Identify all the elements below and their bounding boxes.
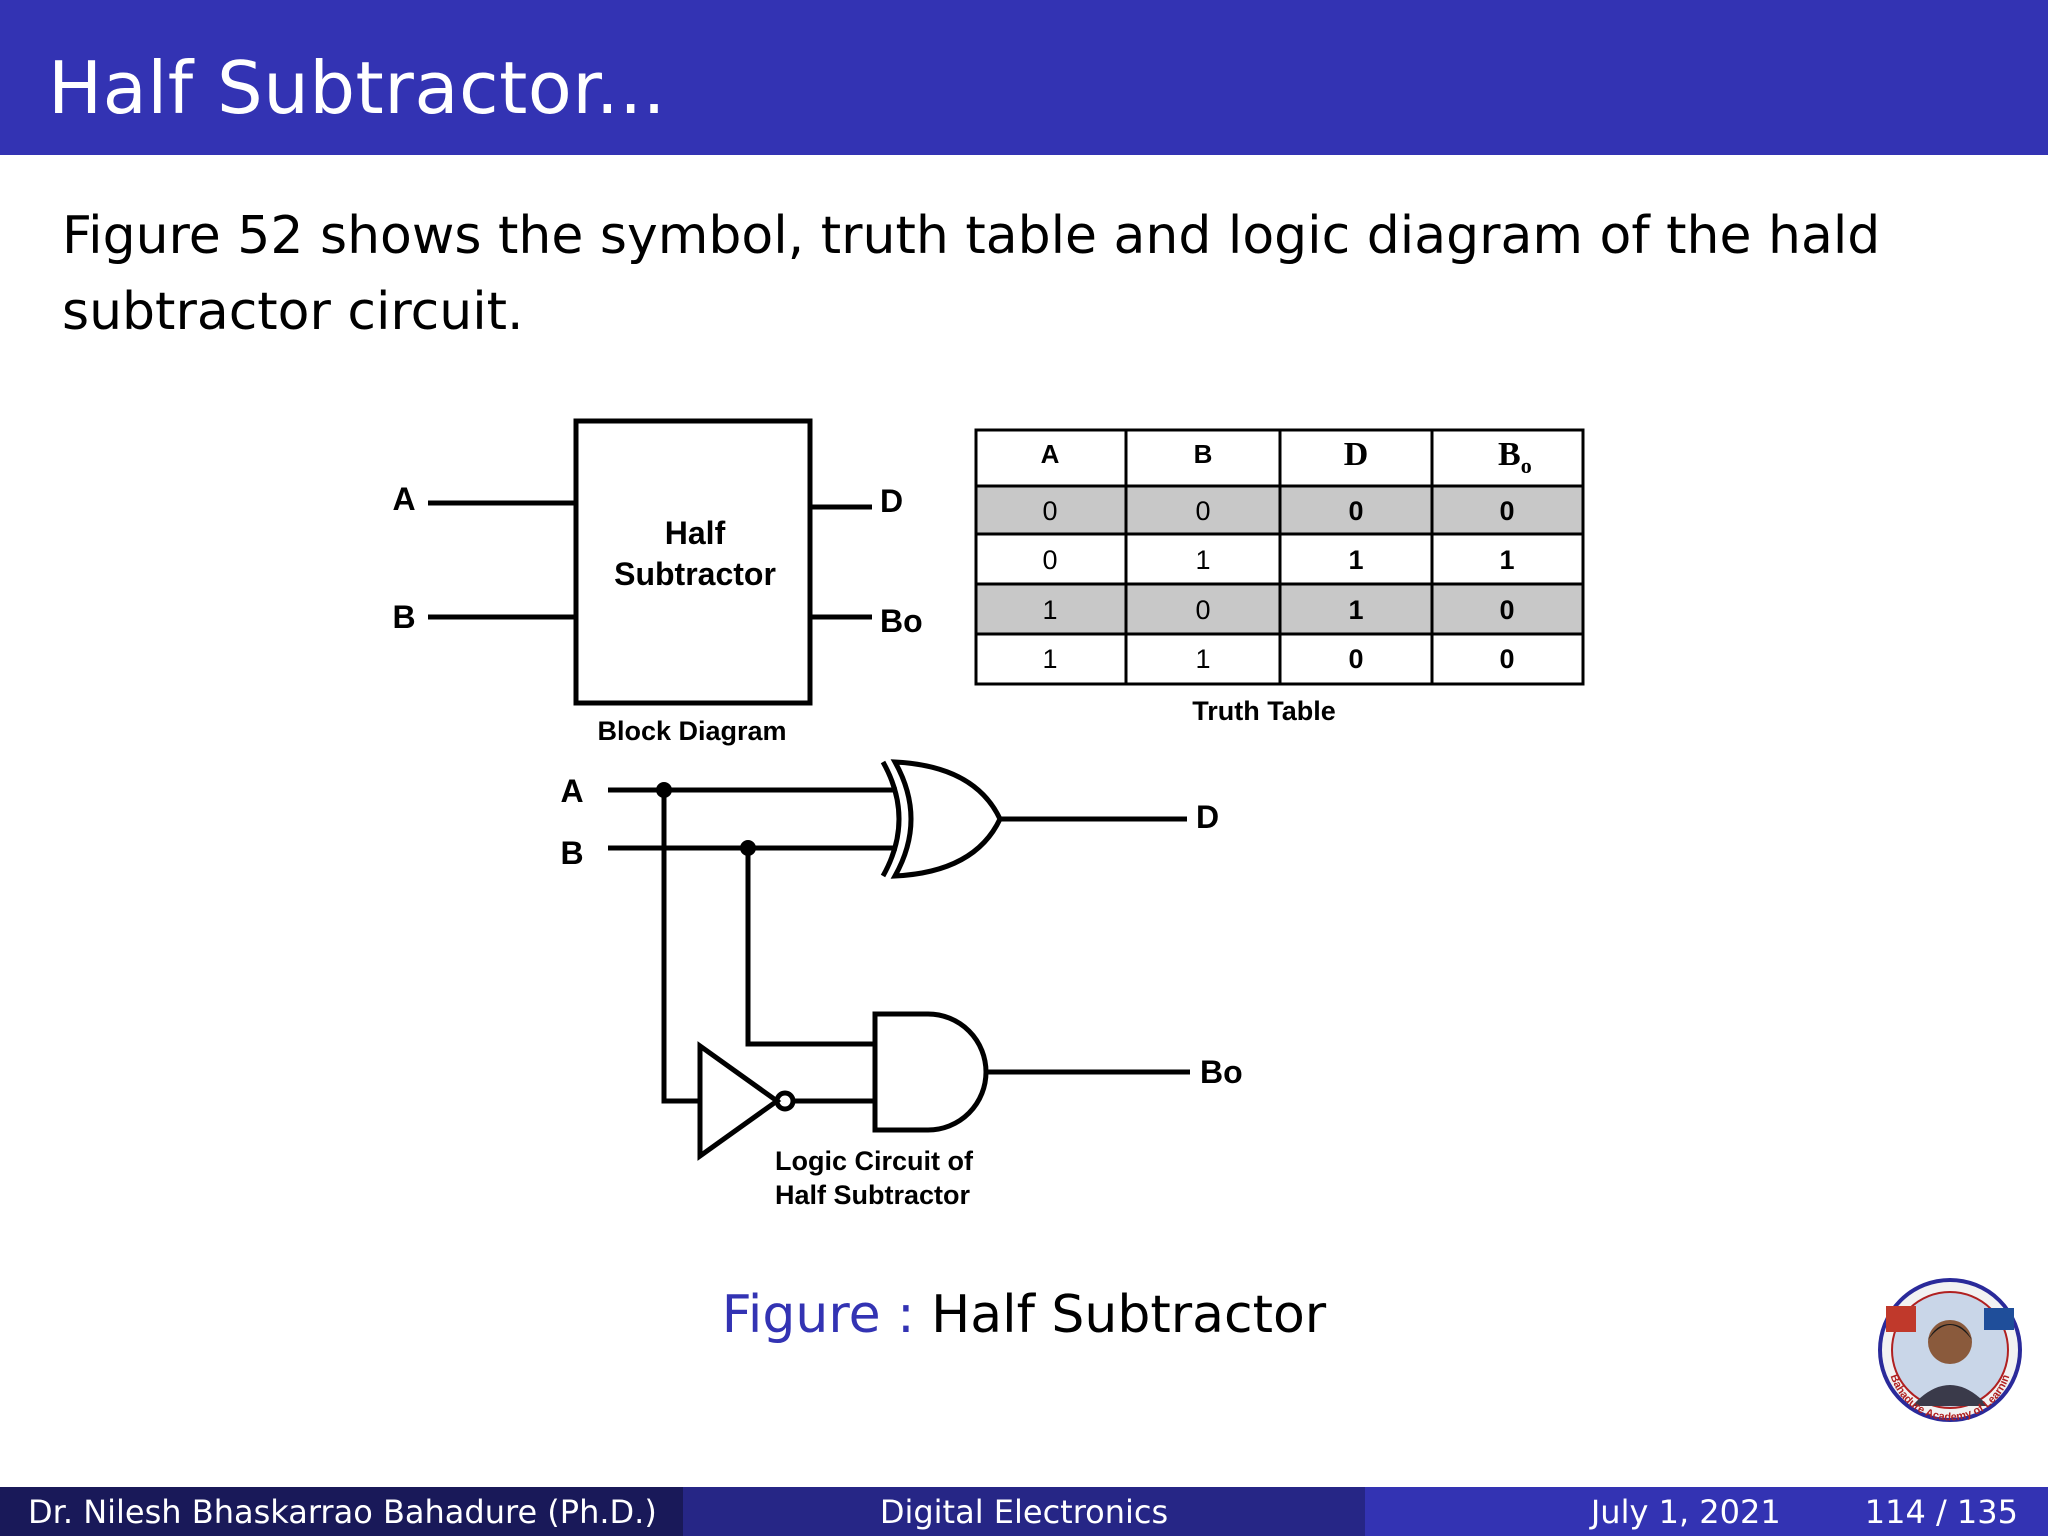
slide-body-text: Figure 52 shows the symbol, truth table … bbox=[62, 206, 1881, 342]
truth-table-cell: 0 bbox=[1348, 496, 1363, 526]
logic-input-a-label: A bbox=[560, 773, 583, 809]
truth-table-cell: 0 bbox=[1195, 595, 1210, 625]
logic-caption-line2: Half Subtractor bbox=[775, 1180, 971, 1210]
block-output-bo-label: Bo bbox=[880, 603, 923, 639]
logic-output-bo-label: Bo bbox=[1200, 1054, 1243, 1090]
figure-caption-label: Figure : bbox=[721, 1285, 915, 1345]
truth-table-header-bo-main: B bbox=[1498, 436, 1521, 473]
truth-table: A B D Bo 0 0 0 0 0 1 1 1 1 0 1 0 1 1 0 0… bbox=[974, 428, 1585, 726]
not-gate bbox=[697, 1041, 796, 1161]
truth-table-cell: 1 bbox=[1042, 644, 1057, 674]
truth-table-header-a: A bbox=[1041, 439, 1060, 469]
half-subtractor-figure: A B D Bo Half Subtractor Block Diagram A… bbox=[392, 418, 1585, 1210]
truth-table-cell: 1 bbox=[1348, 545, 1363, 575]
figure-caption: Figure : Half Subtractor bbox=[0, 1280, 2048, 1350]
block-input-a-label: A bbox=[392, 481, 415, 517]
half-subtractor-box bbox=[573, 418, 813, 706]
truth-table-cell: 1 bbox=[1348, 595, 1363, 625]
block-box-line1: Half bbox=[665, 515, 726, 551]
truth-table-cell: 0 bbox=[1499, 496, 1514, 526]
footer-right: July 1, 2021 114 / 135 bbox=[1365, 1487, 2048, 1536]
footer-author: Dr. Nilesh Bhaskarrao Bahadure (Ph.D.) bbox=[0, 1487, 683, 1536]
truth-table-cell: 0 bbox=[1499, 644, 1514, 674]
truth-table-cell: 0 bbox=[1195, 496, 1210, 526]
footer: Dr. Nilesh Bhaskarrao Bahadure (Ph.D.) D… bbox=[0, 1487, 2048, 1536]
academy-logo: Bahadure Academy of Learning bbox=[1872, 1278, 2022, 1423]
block-diagram-caption: Block Diagram bbox=[597, 716, 786, 746]
and-gate bbox=[872, 1011, 989, 1133]
slide-title: Half Subtractor... bbox=[48, 46, 667, 130]
footer-page-number: 114 / 135 bbox=[1864, 1492, 2018, 1531]
truth-table-cell: 1 bbox=[1195, 545, 1210, 575]
title-bar: Half Subtractor... bbox=[0, 0, 2048, 155]
truth-table-header-b: B bbox=[1194, 439, 1213, 469]
xor-gate bbox=[880, 759, 1003, 879]
truth-table-cell: 0 bbox=[1348, 644, 1363, 674]
wire-a-branch bbox=[661, 790, 700, 1104]
truth-table-cell: 1 bbox=[1499, 545, 1514, 575]
figure-caption-text: Half Subtractor bbox=[931, 1285, 1327, 1345]
truth-table-header-d: D bbox=[1344, 436, 1369, 473]
footer-date: July 1, 2021 bbox=[1590, 1492, 1781, 1531]
block-output-d-label: D bbox=[880, 483, 903, 519]
truth-table-header-bo: Bo bbox=[1498, 436, 1532, 478]
footer-course: Digital Electronics bbox=[683, 1487, 1365, 1536]
truth-table-cell: 0 bbox=[1499, 595, 1514, 625]
truth-table-header-bo-sub: o bbox=[1521, 453, 1532, 478]
wire-b-branch bbox=[745, 848, 875, 1047]
logic-output-d-label: D bbox=[1196, 799, 1219, 835]
block-input-b-label: B bbox=[392, 599, 415, 635]
truth-table-cell: 1 bbox=[1042, 595, 1057, 625]
truth-table-cell: 0 bbox=[1042, 545, 1057, 575]
block-diagram: A B D Bo Half Subtractor Block Diagram bbox=[392, 418, 923, 746]
logic-caption-line1: Logic Circuit of bbox=[775, 1146, 974, 1176]
truth-table-cell: 1 bbox=[1195, 644, 1210, 674]
truth-table-cell: 0 bbox=[1042, 496, 1057, 526]
logic-circuit: A B D Bo bbox=[560, 759, 1243, 1210]
truth-table-caption: Truth Table bbox=[1192, 696, 1336, 726]
block-box-line2: Subtractor bbox=[614, 556, 776, 592]
logic-input-b-label: B bbox=[560, 835, 583, 871]
